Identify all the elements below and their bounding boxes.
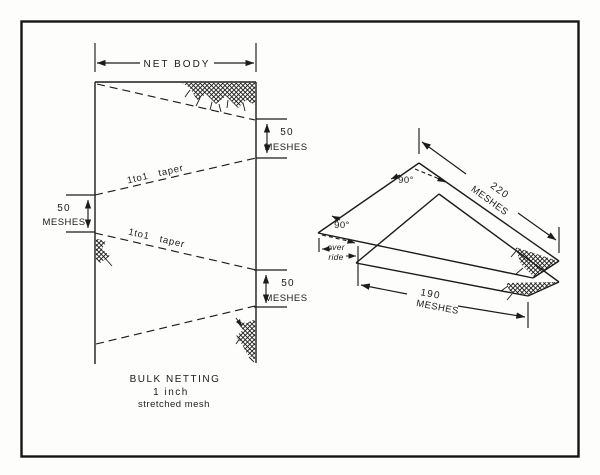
angle-annotation-left: 90° [321,215,356,244]
caption-line-1: BULK NETTING [130,374,221,385]
dimension-220-meshes: 220 MESHES [418,128,560,253]
mesh-count-value: 50 [280,127,294,138]
taper-label-lower: 1to1 taper [127,227,186,251]
angle-left-arrow-up [331,215,341,222]
dimension-190-meshes: 190 MESHES [357,246,529,328]
angle-top-arrow-right [436,176,446,183]
mesh-count-value: 50 [281,278,295,289]
angle-top-label: 90° [398,175,414,186]
mesh-count-unit: MESHES [264,142,307,153]
mesh-bracket-right-top: 50 MESHES [256,118,307,159]
net-body-dimension: NET BODY [94,43,257,72]
sheet-border [20,20,580,458]
tapered-band-panel [317,162,560,279]
dim-190-line-b [457,305,526,319]
band-top-edge [418,162,560,262]
mesh-count-unit: MESHES [42,217,85,228]
dim-190-value: 190 [419,287,441,302]
dim-220-line-a [421,141,467,175]
angle-top-arrow-left [390,173,401,180]
dim-220-line-b [517,212,557,241]
mesh-bracket-right-bottom: 50 MESHES [254,269,307,308]
triangle-end-edge [527,281,560,297]
caption-line-3: stretched mesh [138,399,210,410]
triangle-bottom-edge [355,262,529,297]
dim-190-line-a [360,283,408,295]
taper-cut-line-1 [96,83,256,121]
crosshatch-left-edge [96,238,113,267]
angle-top-dashed-line [414,168,438,179]
mesh-count-unit: MESHES [264,293,307,304]
triangle-top-edge [438,193,560,283]
triangle-left-edge [355,193,440,264]
band-end-edge [532,260,560,279]
taper-cut-line-2 [94,157,257,196]
triangular-panel [355,193,560,301]
angle-left-dashed-line [321,234,349,242]
override-label-line2: ride [328,252,343,262]
crosshatch-triangle-tip [500,282,557,301]
caption-line-2: 1 inch [153,387,189,398]
angle-annotation-top: 90° [390,168,446,186]
crosshatch-bottom-right [235,317,255,363]
flat-pattern-figure: NET BODY 50 MESHES 50 MESHES 50 MESHES [42,43,307,410]
angle-left-label: 90° [334,220,350,231]
taper-cut-line-3 [94,232,257,271]
mesh-count-value: 50 [57,203,71,214]
assembled-panels-figure: 220 MESHES 190 MESHES 90° 90° [317,128,560,328]
crosshatch-top-right [182,83,255,113]
net-body-label: NET BODY [144,59,211,70]
taper-label-upper: 1to1 taper [126,163,185,187]
mesh-bracket-left: 50 MESHES [42,194,95,233]
override-label-line1: over [327,242,346,252]
override-annotation: over ride [318,238,357,262]
taper-cut-line-4 [95,305,256,345]
angle-left-arrow-right [346,238,356,244]
figure-caption: BULK NETTING 1 inch stretched mesh [130,374,221,410]
